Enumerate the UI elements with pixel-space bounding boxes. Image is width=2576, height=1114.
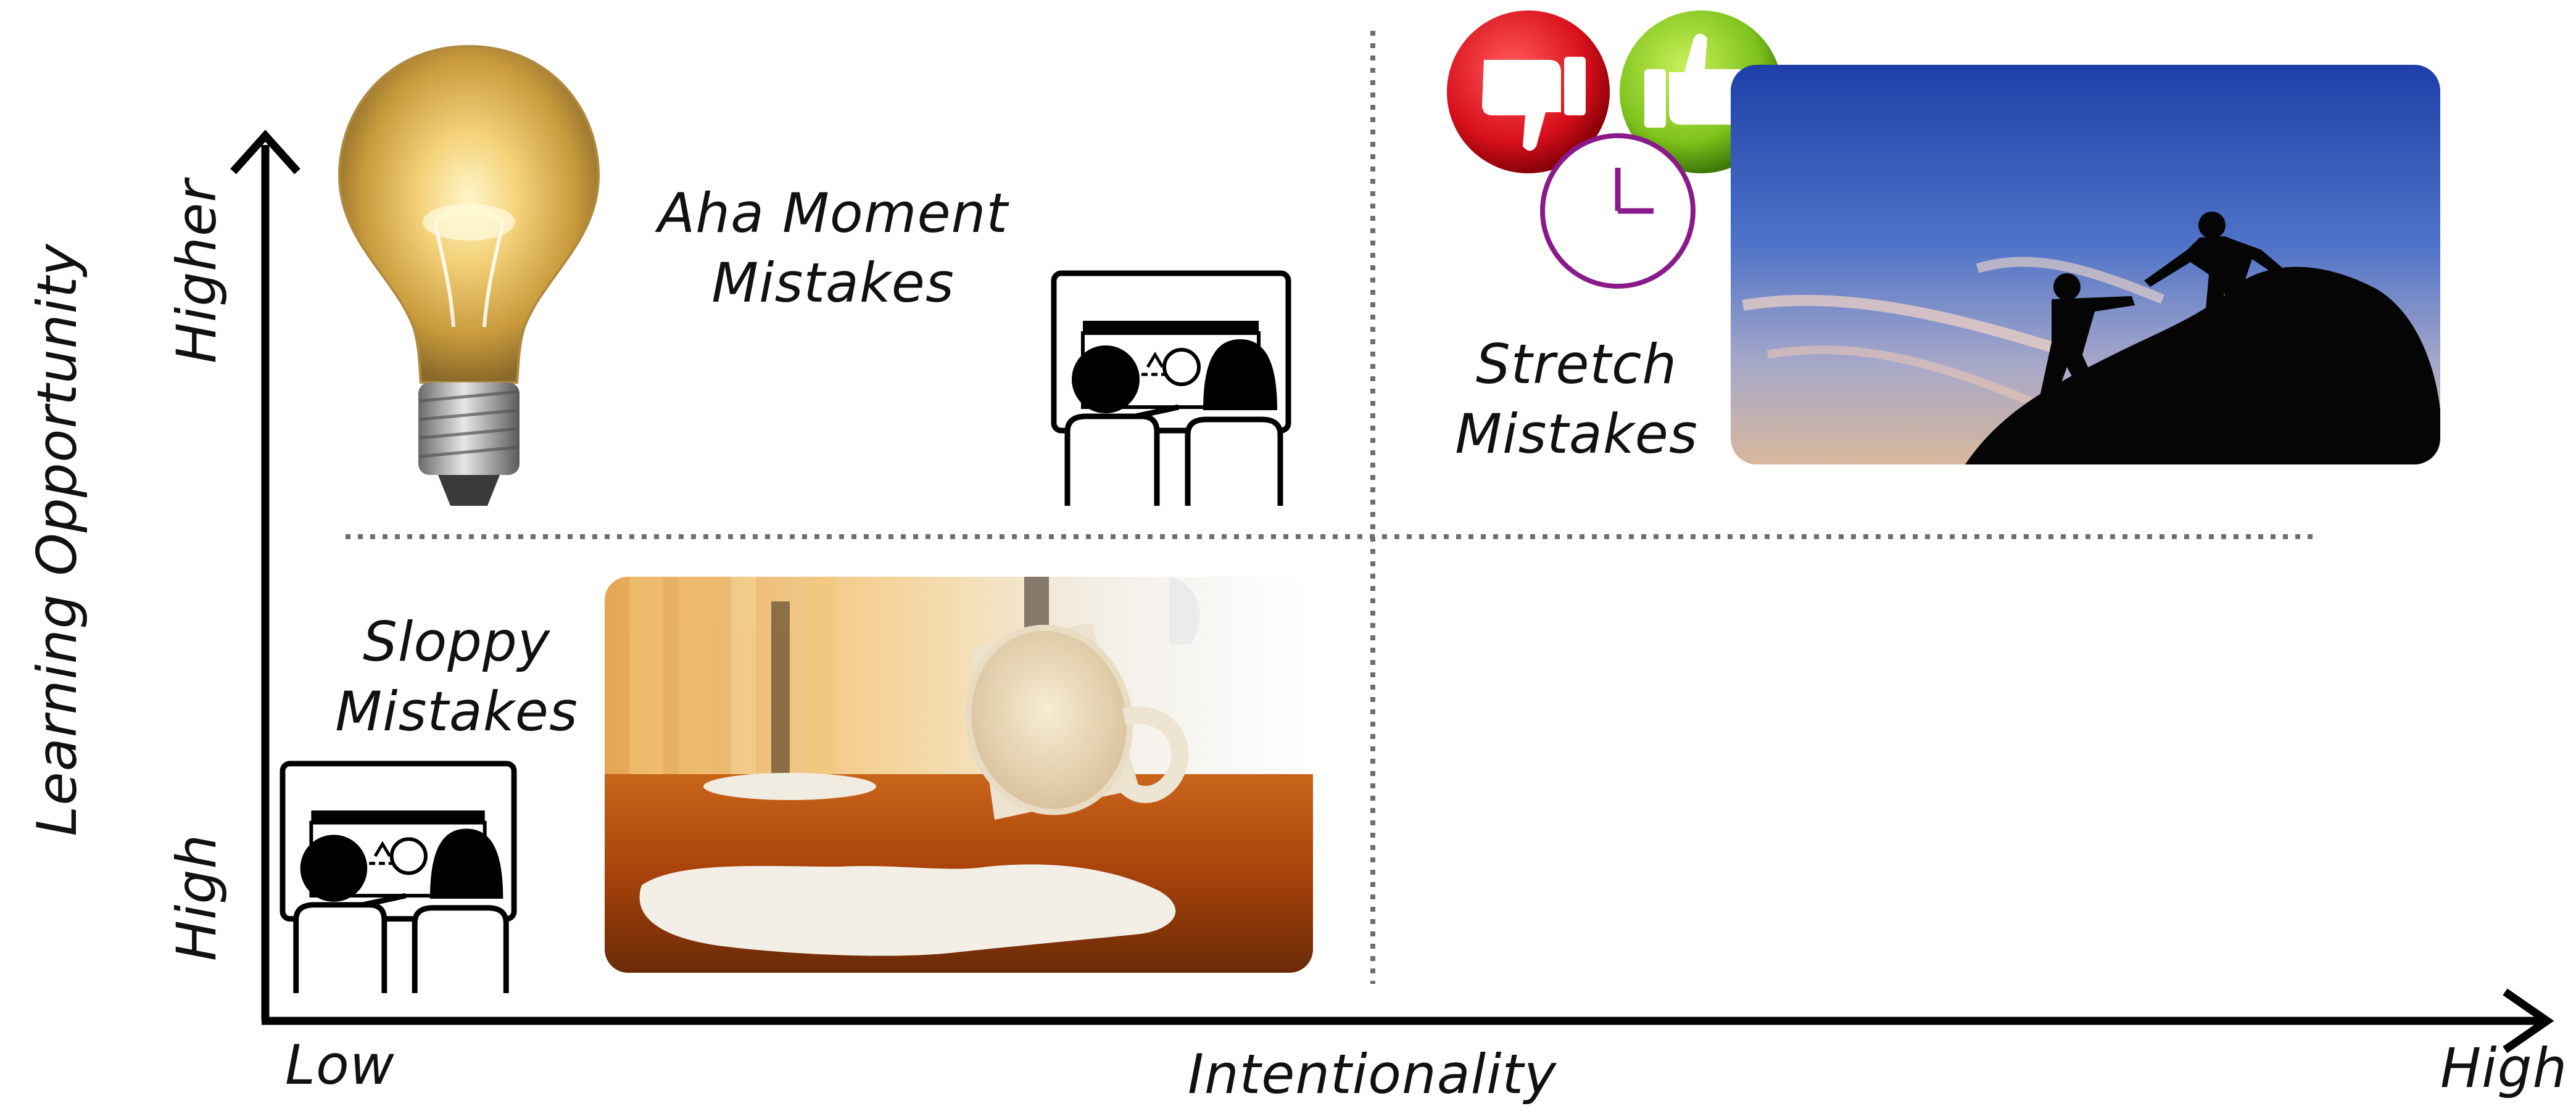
stretch-label: Stretch Mistakes <box>1438 330 1715 469</box>
sloppy-line2: Mistakes <box>335 679 578 743</box>
y-axis-title-wrap: Learning Opportunity <box>23 243 91 836</box>
x-axis-low-label: Low <box>285 1033 395 1097</box>
x-axis-title: Intentionality <box>1188 1042 1557 1106</box>
clock-icon <box>1536 130 1700 293</box>
aha-moment-line2: Mistakes <box>711 250 955 315</box>
thumbs-down-icon <box>1444 7 1613 177</box>
x-axis-arrow-icon <box>2503 988 2554 1054</box>
children-whiteboard-icon-top <box>1049 268 1299 506</box>
aha-moment-label: Aha Moment Mistakes <box>648 179 1018 318</box>
spilled-coffee-cup-photo <box>605 577 1313 973</box>
y-axis-low-label: High <box>164 833 228 962</box>
aha-moment-line1: Aha Moment <box>658 181 1008 245</box>
stretch-line1: Stretch <box>1475 332 1678 396</box>
y-axis-arrow-icon <box>230 130 300 175</box>
x-axis-high-label: High <box>2440 1036 2568 1100</box>
sloppy-line1: Sloppy <box>363 610 550 674</box>
climbers-helping-hand-photo <box>1731 65 2440 464</box>
sloppy-label: Sloppy Mistakes <box>327 608 586 746</box>
y-axis-low-wrap: High <box>162 805 230 990</box>
y-axis-title: Learning Opportunity <box>25 243 89 836</box>
light-bulb-icon <box>327 37 611 518</box>
y-axis-high-wrap: Higher <box>162 179 230 364</box>
children-whiteboard-icon-bottom <box>278 759 524 993</box>
stretch-line2: Mistakes <box>1455 402 1698 466</box>
y-axis-high-label: Higher <box>164 179 228 364</box>
